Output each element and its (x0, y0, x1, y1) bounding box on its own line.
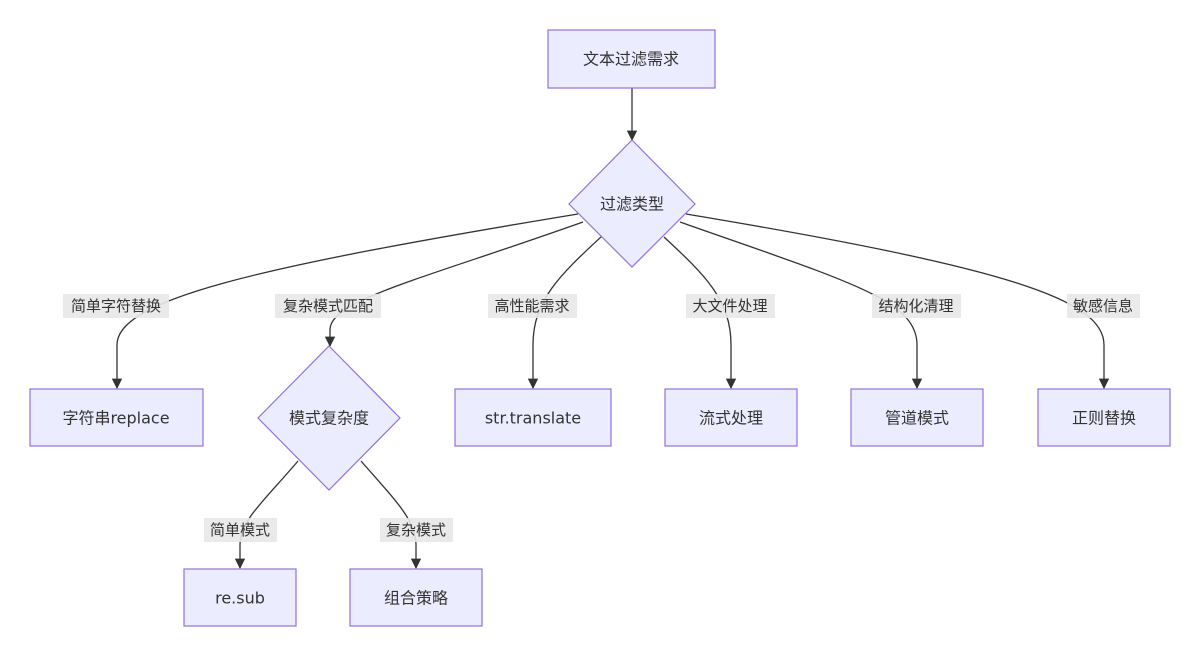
edge-label-simple-char-replace: 简单字符替换 (71, 297, 161, 315)
edge-to-combined-strategy (360, 460, 422, 570)
node-regex-replace-label: 正则替换 (1072, 409, 1136, 428)
edge-labels: 简单字符替换 复杂模式匹配 高性能需求 大文件处理 结构化清理 敏感信息 简单模… (63, 294, 1140, 542)
node-start: 文本过滤需求 (547, 29, 716, 89)
edge-label-complex-pattern-match: 复杂模式匹配 (283, 297, 373, 315)
node-filter-type-label: 过滤类型 (600, 195, 664, 214)
edge-to-string-replace (111, 213, 579, 390)
edge-label-high-performance: 高性能需求 (494, 297, 569, 315)
edge-label-complex-pattern: 复杂模式 (386, 521, 446, 539)
edges (111, 88, 1110, 570)
node-str-translate: str.translate (454, 388, 612, 447)
edge-to-stream-processing (663, 236, 737, 390)
node-re-sub-label: re.sub (215, 589, 265, 608)
node-stream-processing: 流式处理 (664, 388, 798, 447)
node-filter-type: 过滤类型 (568, 139, 696, 268)
node-string-replace: 字符串replace (29, 388, 204, 447)
node-re-sub: re.sub (183, 568, 297, 627)
node-combined-strategy-label: 组合策略 (384, 589, 448, 608)
edge-label-simple-pattern: 简单模式 (210, 521, 270, 539)
node-pattern-complexity: 模式复杂度 (257, 345, 401, 491)
nodes: 文本过滤需求 过滤类型 字符串replace 模式复杂度 str.transla… (29, 29, 1171, 627)
node-stream-processing-label: 流式处理 (699, 409, 763, 428)
node-pattern-complexity-label: 模式复杂度 (289, 409, 369, 428)
node-start-label: 文本过滤需求 (583, 50, 679, 69)
node-string-replace-label: 字符串replace (62, 409, 169, 428)
edge-to-regex-replace (685, 213, 1110, 390)
edge-label-sensitive-info: 敏感信息 (1073, 297, 1133, 315)
edge-to-pattern-complexity (324, 221, 584, 348)
edge-label-large-file: 大文件处理 (692, 297, 767, 315)
node-str-translate-label: str.translate (485, 409, 581, 428)
edge-label-structured-cleanup: 结构化清理 (878, 297, 953, 315)
edge-to-pipeline-mode (679, 221, 923, 390)
node-combined-strategy: 组合策略 (349, 568, 483, 627)
node-regex-replace: 正则替换 (1037, 388, 1171, 447)
edge-to-str-translate (527, 235, 603, 390)
node-pipeline-mode: 管道模式 (850, 388, 984, 447)
node-pipeline-mode-label: 管道模式 (885, 409, 949, 428)
edge-to-re-sub (234, 460, 299, 570)
